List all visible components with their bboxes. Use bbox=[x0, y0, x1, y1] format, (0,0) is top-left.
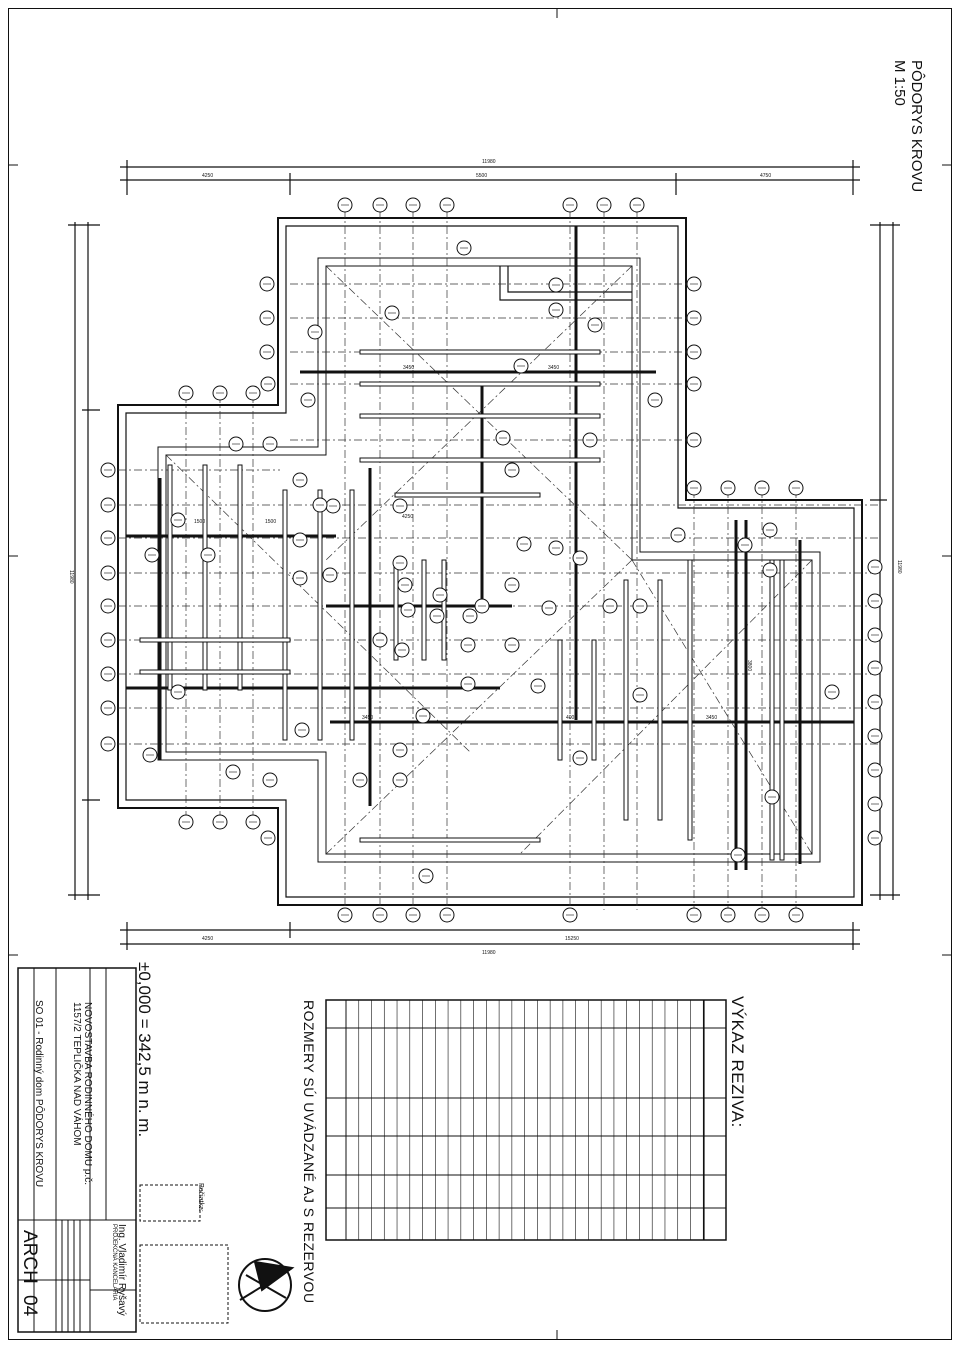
drawing-title-block: PÔDORYS KROVU M 1:50 bbox=[891, 60, 925, 192]
beam-label-4: 1500 bbox=[265, 519, 276, 525]
sheet-type: ARCH bbox=[19, 1230, 40, 1284]
dim-top-mid: 5500 bbox=[476, 173, 487, 179]
schedule-title: VÝKAZ REZIVA: bbox=[728, 996, 747, 1128]
stamp-box-large bbox=[139, 1244, 229, 1324]
rafter-13 bbox=[687, 559, 693, 841]
purlin-4 bbox=[394, 492, 541, 498]
dimension-texts: 11980 4250 5500 4750 4250 15250 11980 11… bbox=[68, 159, 902, 956]
beam-label-2: 3450 bbox=[548, 365, 559, 371]
drawing-title: PÔDORYS KROVU bbox=[908, 60, 925, 193]
axis-grid bbox=[118, 210, 880, 910]
elevation-note: ±0,000 = 342,5 m n. m. bbox=[135, 962, 154, 1138]
drawing-scale: M 1:50 bbox=[891, 60, 908, 106]
beam-label-6: 3450 bbox=[362, 715, 373, 721]
purlin-7 bbox=[359, 837, 541, 843]
purlin-3 bbox=[359, 457, 601, 463]
rafter-7 bbox=[421, 559, 427, 661]
rafters bbox=[139, 349, 785, 861]
rafter-10 bbox=[591, 639, 597, 761]
stamp-box bbox=[139, 1184, 201, 1222]
rafter-5 bbox=[349, 489, 355, 741]
dimension-lines bbox=[68, 160, 900, 950]
beam-labels: 3450 3450 4250 1500 1500 3450 4000 3450 … bbox=[194, 365, 752, 721]
beam-label-9: 3800 bbox=[746, 660, 752, 671]
building-name: SO 01 - Rodinný dom PÔDORYS KROVU bbox=[33, 1000, 44, 1188]
rafter-8 bbox=[441, 559, 447, 661]
stamp-boxes bbox=[139, 1184, 229, 1324]
rafter-1 bbox=[202, 464, 208, 691]
dim-left-total: 11980 bbox=[68, 570, 74, 584]
sheet-center-marks bbox=[8, 8, 952, 1340]
rafter-12 bbox=[657, 579, 663, 821]
rafter-9 bbox=[557, 639, 563, 761]
rafter-2 bbox=[237, 464, 243, 691]
project-name: NOVOSTAVBA RODINNÉHO DOMU p.č. 1157/2 TE… bbox=[71, 1002, 93, 1185]
purlin-0 bbox=[359, 349, 601, 355]
purlin-2 bbox=[359, 413, 601, 419]
north-arrow-icon bbox=[238, 1258, 295, 1312]
rafter-15 bbox=[779, 559, 785, 861]
company-name: PROJEKČNÁ KANCELÁRIA bbox=[111, 1224, 117, 1301]
dim-bottom-total: 11980 bbox=[482, 950, 496, 956]
purlin-5 bbox=[139, 637, 291, 643]
rafter-0 bbox=[167, 464, 173, 691]
title-block bbox=[17, 967, 137, 1333]
building-outline bbox=[117, 217, 863, 906]
stamp-label: Pečiatka: bbox=[197, 1183, 204, 1212]
dim-bottom-left: 4250 bbox=[202, 936, 213, 942]
dim-top-right: 4750 bbox=[760, 173, 771, 179]
beam-label-1: 3450 bbox=[403, 365, 414, 371]
beam-label-7: 4000 bbox=[566, 715, 577, 721]
purlin-6 bbox=[139, 669, 291, 675]
beam-label-5: 1500 bbox=[194, 519, 205, 525]
sheet-number: 04 bbox=[19, 1295, 40, 1317]
rafter-4 bbox=[317, 489, 323, 741]
rafter-14 bbox=[769, 559, 775, 861]
dim-top-left: 4250 bbox=[202, 173, 213, 179]
dim-bottom-right: 15250 bbox=[565, 936, 579, 942]
dim-top-total: 11980 bbox=[482, 159, 496, 165]
engineer-name: Ing. Vladimír Ryšavý bbox=[116, 1224, 127, 1316]
rafter-11 bbox=[623, 579, 629, 821]
beam-label-8: 3450 bbox=[706, 715, 717, 721]
timber-schedule-table bbox=[325, 999, 727, 1241]
dim-right-total: 11980 bbox=[896, 560, 902, 574]
schedule-frame bbox=[325, 999, 727, 1241]
main-beams bbox=[126, 226, 854, 870]
beam-label-3: 4250 bbox=[402, 514, 413, 520]
axis-bubbles bbox=[100, 197, 883, 923]
purlin-1 bbox=[359, 381, 601, 387]
rafter-3 bbox=[282, 489, 288, 741]
schedule-note: ROZMERY SÚ UVÁDZANÉ AJ S REZERVOU bbox=[301, 1000, 317, 1304]
drawing-sheet bbox=[8, 8, 952, 1340]
